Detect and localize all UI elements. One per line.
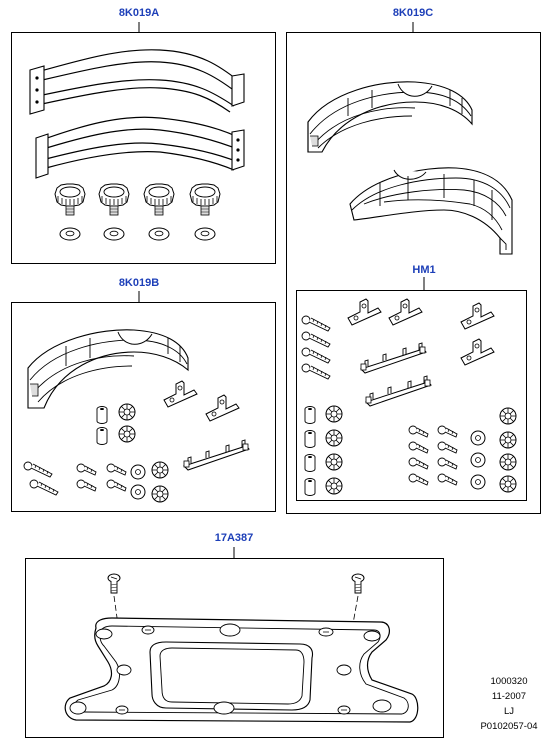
b-shortscrew-2 [106, 463, 127, 476]
hm1-lockwasher-2 [325, 429, 343, 447]
b-lockwasher-1 [118, 403, 136, 421]
box-8k019b [11, 302, 276, 512]
b-bracket-2 [205, 394, 240, 422]
b-washer-2 [130, 484, 146, 500]
b-spacer-2 [96, 427, 108, 445]
b-bracket-1 [163, 380, 198, 408]
footer-code: 1000320 [490, 676, 528, 687]
mounting-plate [64, 617, 419, 723]
hm1-shortscrew-1 [408, 425, 429, 438]
hm1-bracket-1 [347, 298, 382, 326]
b-lockwasher-4 [151, 485, 169, 503]
b-shortscrew-1 [76, 463, 97, 476]
plate-screw-right [351, 573, 365, 594]
hm1-shortscrew-8 [437, 473, 458, 486]
knob-3 [143, 183, 175, 216]
b-lockwasher-3 [151, 461, 169, 479]
b-lockwasher-2 [118, 425, 136, 443]
hm1-spacer-3 [304, 454, 316, 472]
hm1-lockwasher-7 [499, 453, 517, 471]
hm1-spacer-4 [304, 478, 316, 496]
washer-1 [59, 227, 81, 241]
hm1-lockwasher-3 [325, 453, 343, 471]
hm1-bracket-2 [388, 298, 423, 326]
hm1-lockwasher-1 [325, 405, 343, 423]
rail-lower [35, 116, 245, 179]
box-17a387 [25, 558, 444, 738]
hm1-screw-4 [301, 363, 331, 380]
hm1-washer-3 [470, 474, 486, 490]
hm1-shortscrew-2 [437, 425, 458, 438]
b-strip [183, 439, 250, 471]
hm1-bracket-4 [460, 338, 495, 366]
b-screw-1 [23, 461, 53, 478]
hm1-screw-3 [301, 347, 331, 364]
b-shortscrew-4 [106, 479, 127, 492]
label-8k019c: 8K019C [392, 7, 434, 19]
hm1-shortscrew-7 [408, 473, 429, 486]
hm1-lockwasher-5 [499, 407, 517, 425]
hm1-screw-2 [301, 331, 331, 348]
grille-b [27, 329, 189, 409]
knob-4 [189, 183, 221, 216]
hm1-shortscrew-3 [408, 441, 429, 454]
label-17a387: 17A387 [214, 532, 254, 544]
knob-1 [54, 183, 86, 216]
washer-2 [103, 227, 125, 241]
hm1-strip-2 [365, 375, 432, 407]
box-8k019a [11, 32, 276, 264]
b-washer-1 [130, 464, 146, 480]
hm1-shortscrew-5 [408, 457, 429, 470]
b-spacer-1 [96, 406, 108, 424]
rail-upper [29, 49, 245, 115]
footer-reference: P0102057-04 [480, 721, 538, 732]
label-8k019b: 8K019B [118, 277, 160, 289]
hm1-screw-1 [301, 315, 331, 332]
box-8k019c [286, 32, 541, 514]
knob-2 [98, 183, 130, 216]
plate-screw-left [107, 573, 121, 594]
grille-lower [349, 167, 513, 255]
box-hm1 [296, 290, 527, 501]
grille-upper [307, 81, 473, 153]
hm1-washer-2 [470, 452, 486, 468]
hm1-spacer-2 [304, 430, 316, 448]
hm1-lockwasher-4 [325, 477, 343, 495]
footer-date: 11-2007 [491, 691, 527, 702]
b-shortscrew-3 [76, 479, 97, 492]
washer-3 [148, 227, 170, 241]
hm1-strip-1 [360, 342, 427, 374]
label-hm1: HM1 [412, 264, 436, 276]
b-screw-2 [29, 479, 59, 496]
hm1-lockwasher-6 [499, 431, 517, 449]
hm1-bracket-3 [460, 302, 495, 330]
hm1-washer-1 [470, 430, 486, 446]
footer-initials: LJ [503, 706, 515, 717]
washer-4 [194, 227, 216, 241]
hm1-lockwasher-8 [499, 475, 517, 493]
label-8k019a: 8K019A [118, 7, 160, 19]
hm1-shortscrew-4 [437, 441, 458, 454]
hm1-spacer-1 [304, 406, 316, 424]
hm1-shortscrew-6 [437, 457, 458, 470]
